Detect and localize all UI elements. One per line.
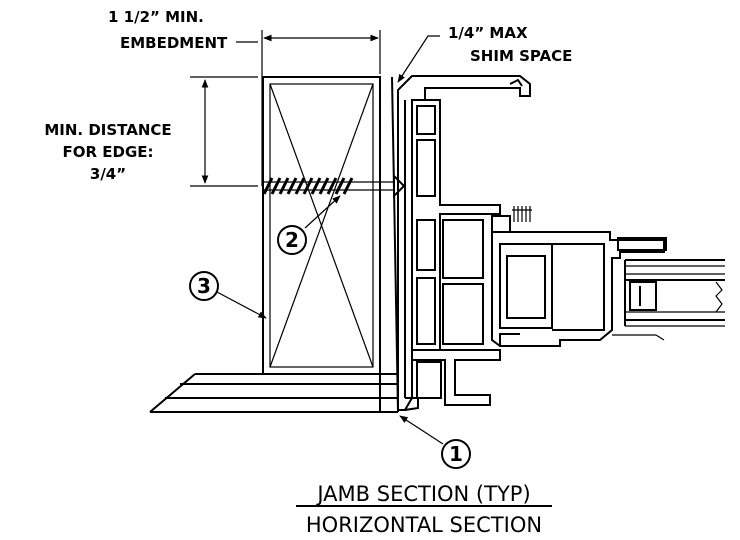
edge-label-line2: FOR EDGE:	[62, 143, 153, 161]
callout-1: 1	[441, 439, 471, 469]
anchor-screw	[262, 173, 406, 199]
callout-1-number: 1	[449, 442, 463, 466]
wood-buck	[262, 76, 381, 375]
shim-label-line2: SHIM SPACE	[470, 47, 572, 65]
edge-distance-dimension	[190, 76, 258, 187]
callout-2: 2	[277, 225, 307, 255]
insulated-glass	[624, 259, 725, 327]
callout-3-number: 3	[197, 274, 211, 298]
leader-lines	[216, 35, 444, 445]
callout-2-number: 2	[285, 228, 299, 252]
window-frame-profile	[397, 75, 531, 411]
shim-space	[379, 76, 399, 413]
shim-label-line1: 1/4” MAX	[448, 24, 528, 42]
embedment-dimension	[236, 30, 381, 186]
edge-label-line1: MIN. DISTANCE	[44, 121, 171, 139]
embedment-label-line1: 1 1/2” MIN.	[108, 8, 204, 26]
wall-substrate	[149, 373, 398, 413]
callout-3: 3	[189, 271, 219, 301]
title-line2: HORIZONTAL SECTION	[306, 513, 542, 537]
sash-profile	[491, 206, 667, 347]
embedment-label-line2: EMBEDMENT	[120, 34, 228, 52]
edge-label-line3: 3/4”	[90, 165, 126, 183]
title-line1: JAMB SECTION (TYP)	[315, 482, 530, 506]
